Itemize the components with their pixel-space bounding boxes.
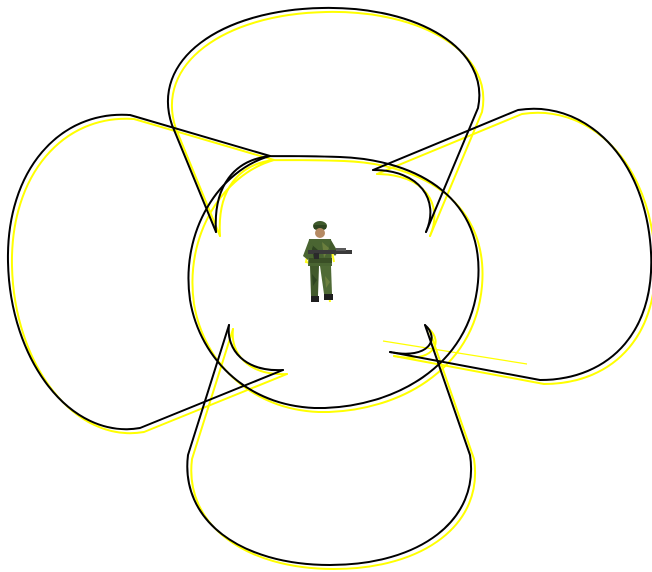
center-room-outline bbox=[188, 156, 478, 408]
center-room-highlight bbox=[192, 160, 482, 412]
left-lobe-outline bbox=[8, 115, 283, 429]
highlight-layer bbox=[12, 12, 652, 569]
soldier-icon[interactable] bbox=[303, 221, 352, 302]
bottom-lobe-outline bbox=[187, 325, 471, 565]
bottom-lobe-highlight bbox=[191, 329, 475, 569]
right-lobe-highlight bbox=[377, 113, 652, 384]
right-lobe-outline bbox=[373, 109, 651, 380]
top-lobe-outline bbox=[168, 8, 479, 232]
